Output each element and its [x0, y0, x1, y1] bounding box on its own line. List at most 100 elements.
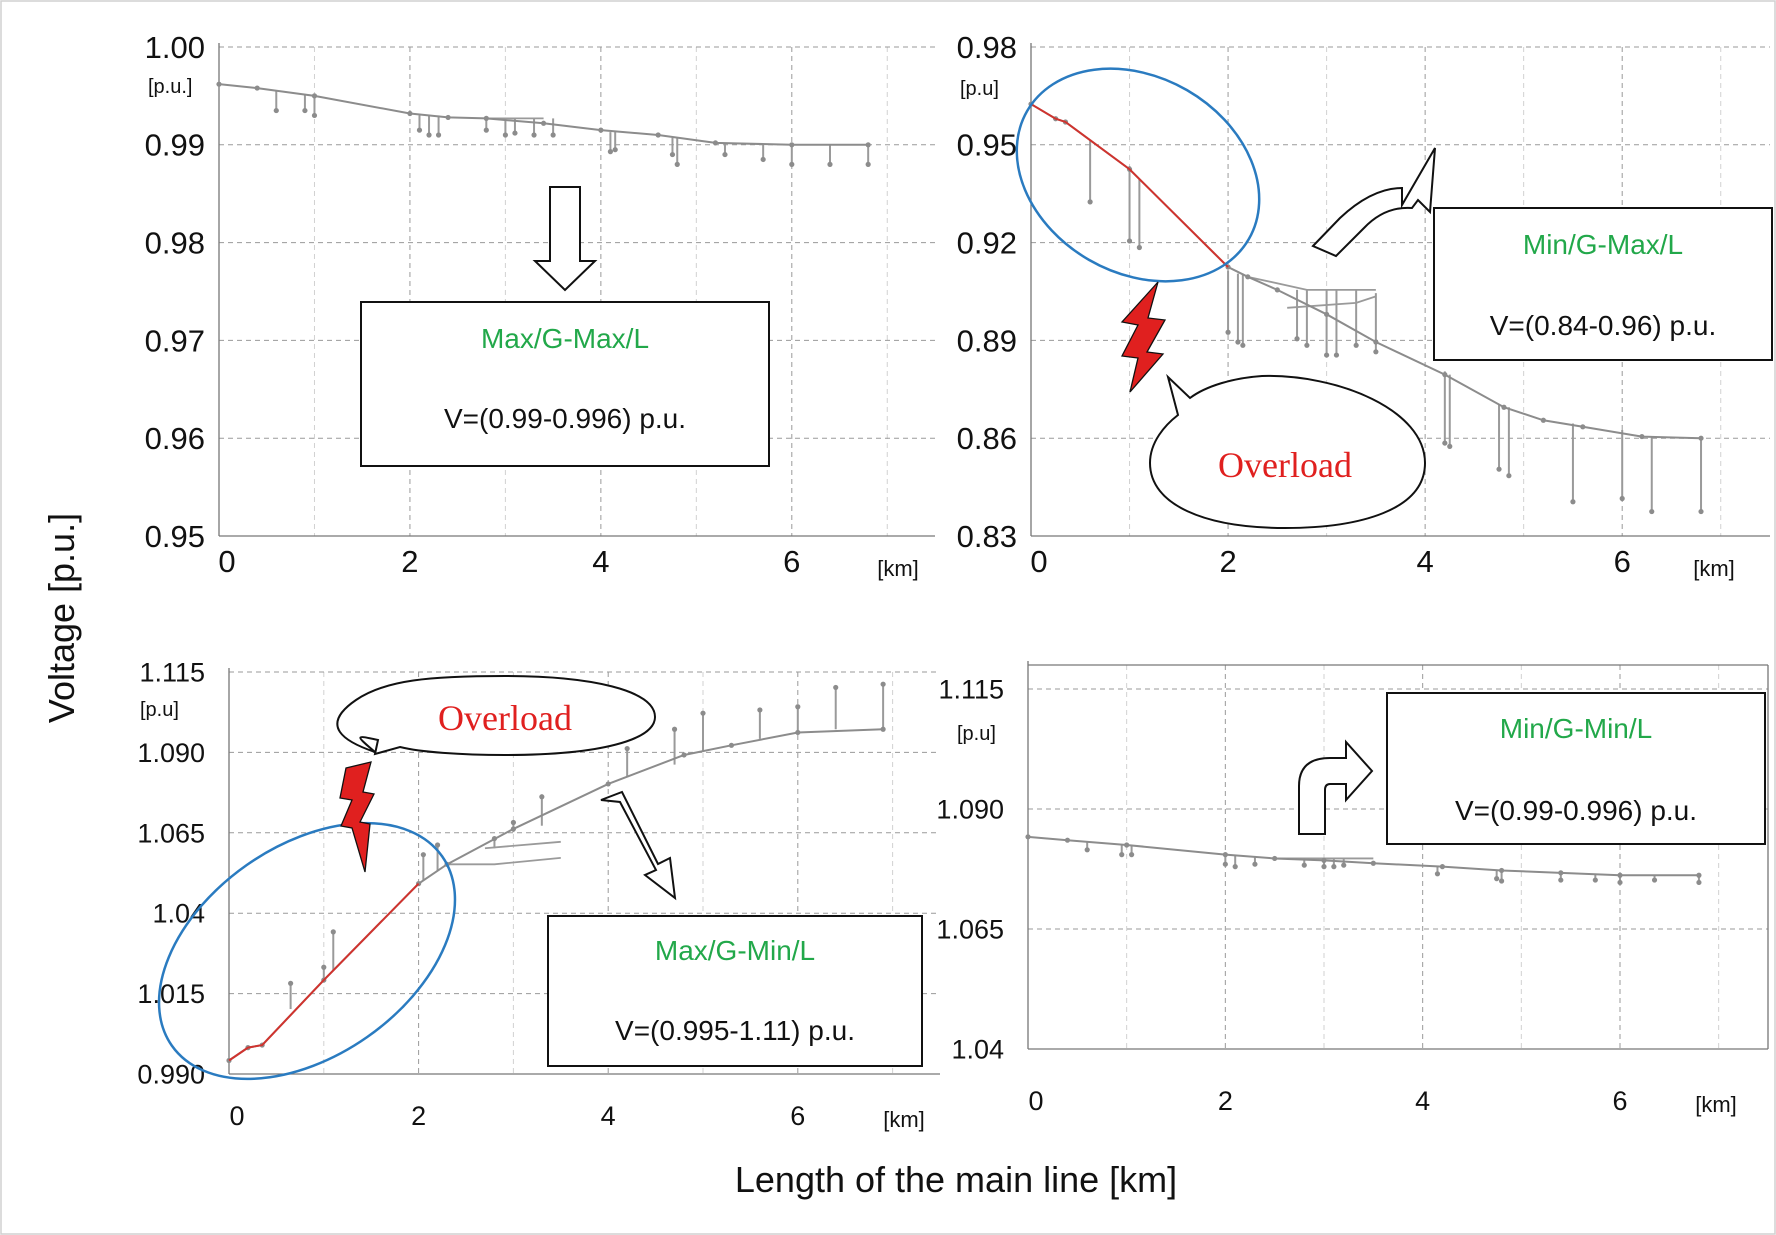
feeder-end-point: [760, 156, 766, 163]
feeder-end-point: [1087, 199, 1093, 205]
x-tick-label: 0: [1030, 544, 1047, 579]
overload-label-tr: Overload: [1218, 445, 1352, 485]
feeder-end-point: [1222, 861, 1228, 867]
y-tick-label: 1.04: [152, 899, 205, 929]
feeder-end-point: [1447, 443, 1453, 449]
feeder-end-point: [1331, 864, 1337, 870]
main-line-point: [1439, 864, 1445, 870]
feeder-end-point: [1373, 349, 1379, 355]
main-line-point: [795, 729, 801, 736]
annotation-title-bl: Max/G-Min/L: [655, 935, 815, 966]
feeder-end-point: [311, 112, 318, 119]
feeder-end-point: [1341, 862, 1347, 868]
x-tick-label: 6: [1612, 1086, 1627, 1116]
y-axis-title: Voltage [p.u.]: [41, 513, 82, 723]
x-tick-label: 2: [1219, 544, 1236, 579]
feeder-end-point: [288, 980, 294, 986]
x-tick-label: 6: [783, 544, 800, 579]
x-unit-label: [km]: [877, 556, 919, 581]
feeder-end-point: [1506, 473, 1512, 479]
y-tick-label: 0.98: [957, 30, 1017, 65]
feeder-end-point: [880, 681, 886, 687]
feeder-end-point: [700, 710, 706, 716]
down-arrow-icon: [532, 186, 598, 292]
main-line-point: [1373, 339, 1379, 345]
main-line-point: [1321, 857, 1327, 863]
feeder-end-point: [1294, 336, 1300, 342]
y-tick-label: 1.090: [137, 738, 205, 768]
main-line-point: [510, 826, 516, 832]
feeder-end-point: [607, 149, 614, 155]
y-tick-label: 0.95: [957, 128, 1017, 163]
y-unit-label: [p.u]: [140, 699, 179, 721]
feeder-end-point: [1252, 861, 1258, 867]
feeder-end-point: [416, 127, 423, 133]
y-tick-label: 0.92: [957, 225, 1017, 260]
y-unit-label: [p.u]: [960, 78, 999, 100]
main-line-point: [1442, 372, 1448, 378]
annotation-box-tl: [360, 301, 770, 467]
annotation-br: Min/G-Min/L V=(0.99-0.996) p.u.: [1298, 692, 1766, 845]
branch-line: [1247, 275, 1376, 291]
main-line-point: [728, 742, 735, 748]
feeder-end-point: [531, 132, 537, 138]
feeder-end-point: [1698, 508, 1704, 515]
y-tick-label: 0.97: [145, 323, 205, 358]
feeder-end-point: [1301, 862, 1307, 868]
main-line-point: [1274, 287, 1280, 293]
main-line-point: [1324, 311, 1330, 317]
feeder-end-point: [1324, 352, 1330, 358]
feeder-end-point: [1321, 864, 1327, 870]
feeder-end-point: [1240, 342, 1246, 348]
overload-segment: [228, 882, 420, 1062]
main-line-point: [1696, 872, 1702, 878]
feeder-end-point: [539, 794, 545, 800]
main-line-point: [483, 115, 489, 121]
feeder-end-point: [273, 107, 279, 114]
feeder-end-point: [1696, 879, 1702, 886]
x-tick-label: 2: [401, 544, 418, 579]
feeder-end-point: [612, 147, 618, 153]
main-line-point: [1222, 852, 1228, 858]
feeder-end-point: [1084, 847, 1090, 853]
main-line-point: [540, 120, 547, 126]
x-tick-label: 2: [1218, 1086, 1233, 1116]
x-tick-label: 4: [1415, 1086, 1430, 1116]
feeder-end-point: [1649, 508, 1655, 515]
y-tick-label: 1.015: [137, 979, 205, 1009]
y-tick-label: 0.990: [137, 1059, 205, 1089]
feeder-end-point: [1119, 852, 1125, 858]
feeder-end-point: [1434, 871, 1441, 877]
x-tick-label: 4: [1417, 544, 1434, 579]
feeder-end-point: [624, 745, 630, 752]
feeder-end-point: [434, 842, 441, 848]
y-tick-label: 1.04: [951, 1034, 1004, 1064]
x-tick-label: 6: [790, 1101, 805, 1131]
feeder-end-point: [674, 161, 680, 167]
highlight-ellipse-tr: [1015, 67, 1261, 283]
x-tick-label: 6: [1614, 544, 1631, 579]
feeder-end-point: [1126, 238, 1133, 244]
main-line-point: [1639, 433, 1645, 440]
lightning-bolt-icon: [1120, 281, 1167, 393]
feeder-end-point: [1592, 877, 1598, 883]
overload-callout-tr: [1148, 373, 1427, 530]
feeder-end-point: [1617, 879, 1623, 886]
main-line-point: [254, 85, 260, 91]
y-tick-label: 0.83: [957, 519, 1017, 554]
feeder-end-point: [1499, 878, 1505, 884]
annotation-range-tr: V=(0.84-0.96) p.u.: [1490, 310, 1716, 341]
curved-arrow-icon-br: [1298, 739, 1374, 835]
main-line-series: [1027, 835, 1699, 877]
feeder-end-point: [302, 107, 308, 114]
curved-arrow-icon-tr: [1311, 147, 1436, 258]
main-line-point: [216, 81, 222, 87]
feeder-end-point: [426, 132, 432, 138]
main-line-point: [605, 781, 611, 787]
feeder-end-point: [1232, 864, 1238, 870]
x-tick-label: 2: [411, 1101, 426, 1131]
feeder-end-point: [1558, 877, 1564, 883]
y-tick-label: 1.00: [145, 30, 205, 65]
